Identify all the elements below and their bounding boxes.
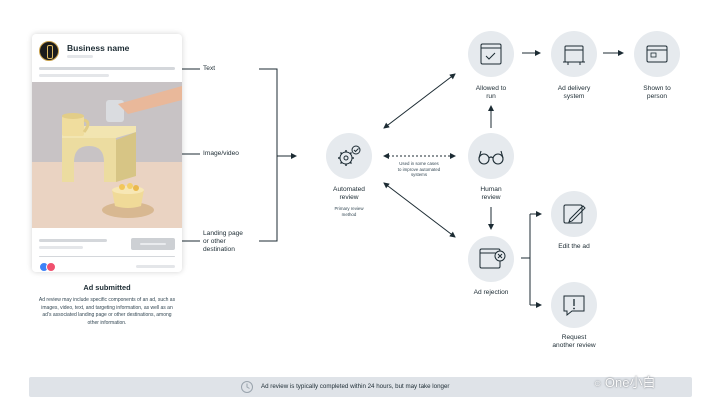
ad-delivery-system-node (551, 31, 597, 77)
ad-rejection-label: Ad rejection (473, 289, 509, 296)
watermark-text: One小白 (604, 375, 656, 390)
approved-window-icon (480, 43, 502, 65)
placeholder-line (136, 265, 175, 268)
review-time-banner: Ad review is typically completed within … (29, 377, 692, 397)
ad-review-description: Ad review may include specific component… (38, 297, 176, 326)
gears-icon (338, 145, 361, 166)
shown-to-person-label: Shown to person (628, 85, 686, 101)
review-time-text: Ad review is typically completed within … (261, 383, 450, 390)
rejected-window-icon (479, 248, 506, 269)
label-line: another review (552, 342, 596, 349)
human-review-label: Human review (464, 186, 518, 202)
label-line: Used in some cases (399, 161, 439, 166)
placeholder-line (39, 67, 175, 70)
edit-the-ad-label: Edit the ad (558, 243, 590, 250)
label-line: Primary review (334, 206, 364, 211)
shown-to-person-node (634, 31, 680, 77)
label-line: or other (203, 238, 226, 245)
component-image-video-label: Image/video (203, 150, 239, 157)
ad-image (32, 82, 182, 228)
love-reaction-icon (46, 262, 56, 272)
wechat-logo-icon: ○ (594, 376, 602, 390)
label-line: person (646, 93, 668, 100)
human-review-node (468, 133, 514, 179)
label-line: Automated (333, 186, 365, 193)
label-line: Landing page (203, 230, 243, 237)
allowed-to-run-label: Allowed to run (462, 85, 520, 101)
placeholder-line (67, 55, 93, 58)
label-line: systems (410, 172, 428, 178)
business-logo-icon (39, 41, 59, 61)
label-line: Human (480, 186, 502, 193)
placeholder-line (140, 243, 166, 245)
alert-speech-bubble-icon (563, 295, 585, 317)
label-line: review (481, 194, 501, 201)
placeholder-line (39, 74, 109, 77)
request-another-review-node (551, 282, 597, 328)
label-line: Allowed to (475, 85, 507, 92)
request-another-review-label: Request another review (536, 334, 612, 350)
label-line: to improve automated (397, 166, 441, 172)
component-landing-page-label: Landing page or other destination (203, 230, 243, 254)
automated-review-sublabel: Primary review method (322, 206, 376, 217)
edit-the-ad-node (551, 191, 597, 237)
placeholder-line (39, 239, 107, 242)
label-line: Ad delivery (557, 85, 591, 92)
label-line: method (341, 211, 357, 217)
label-line: destination (203, 246, 235, 253)
ad-rejection-node (468, 236, 514, 282)
label-line: Request (561, 334, 587, 341)
automated-review-label: Automated review (322, 186, 376, 202)
component-text-label: Text (203, 65, 216, 72)
delivery-system-icon (563, 45, 585, 65)
ad-submitted-caption: Ad submitted (83, 283, 131, 292)
cta-button (131, 238, 175, 250)
label-line: Shown to (643, 85, 671, 92)
ad-preview-card: Business name (32, 34, 182, 272)
review-link-note: Used in some cases to improve automated … (386, 161, 452, 178)
clock-icon (241, 381, 253, 393)
screen-icon (646, 45, 668, 63)
product-photo-illustration (32, 82, 182, 228)
label-line: run (486, 93, 496, 100)
watermark: ○ One小白 (594, 372, 655, 391)
ad-delivery-system-label: Ad delivery system (544, 85, 604, 101)
glasses-icon (478, 150, 504, 165)
edit-pencil-icon (563, 204, 586, 224)
automated-review-node (326, 133, 372, 179)
placeholder-line (39, 246, 83, 249)
divider (39, 256, 175, 257)
allowed-to-run-node (468, 31, 514, 77)
business-name: Business name (67, 43, 130, 53)
label-line: system (563, 93, 585, 100)
label-line: review (339, 194, 359, 201)
